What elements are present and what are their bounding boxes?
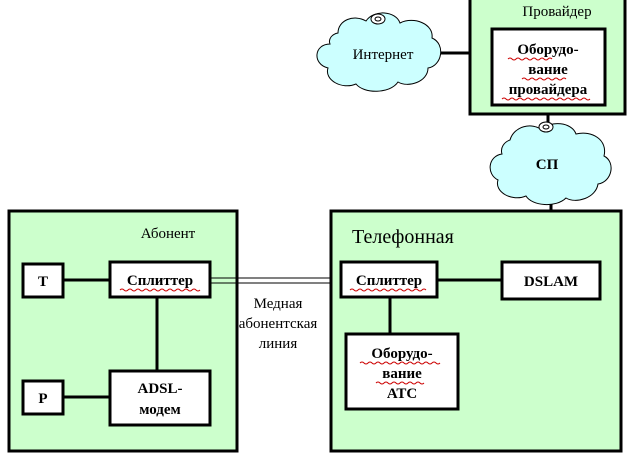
ats-equipment-box (344, 332, 460, 411)
ats-equipment-line2: вание (382, 366, 422, 382)
copper-line-label-3: линия (259, 336, 298, 352)
provider-equipment-line2: вание (528, 62, 568, 78)
telco-splitter-label: Сплиттер (356, 273, 422, 289)
sp-cloud-icon: СП (489, 121, 612, 205)
provider-title: Провайдер (522, 4, 591, 20)
subscriber-panel: Абонент Т Сплиттер Р ADSL- модем (7, 209, 239, 453)
dslam-box (500, 260, 602, 301)
telco-title: Телефонная (352, 226, 454, 248)
ats-equipment-line3: АТС (387, 386, 417, 402)
copper-line-label-2: абонентская (239, 316, 318, 332)
ats-equipment-line1: Оборудо- (371, 346, 432, 362)
phone-box (21, 262, 65, 299)
pc-box (21, 379, 65, 416)
provider-equipment-line3: провайдера (509, 82, 588, 98)
provider-panel: Провайдер Оборудо- вание провайдера (468, 0, 627, 116)
telco-panel: Телефонная Сплиттер DSLAM Оборудо- вание… (329, 209, 623, 453)
pc-label: Р (38, 391, 47, 407)
provider-equipment-line1: Оборудо- (517, 42, 578, 58)
adsl-modem-line2: модем (139, 402, 181, 418)
subscriber-splitter-label: Сплиттер (127, 273, 193, 289)
phone-label: Т (38, 274, 48, 290)
adsl-modem-box (108, 369, 212, 427)
internet-label: Интернет (353, 47, 414, 63)
copper-line-label-1: Медная (254, 296, 303, 312)
sp-label: СП (536, 157, 559, 173)
adsl-modem-line1: ADSL- (137, 381, 182, 397)
provider-equipment-box (490, 27, 607, 107)
subscriber-title: Абонент (141, 226, 196, 242)
internet-cloud-icon: Интернет (316, 12, 442, 92)
copper-line (210, 277, 341, 284)
dslam-label: DSLAM (524, 274, 578, 290)
